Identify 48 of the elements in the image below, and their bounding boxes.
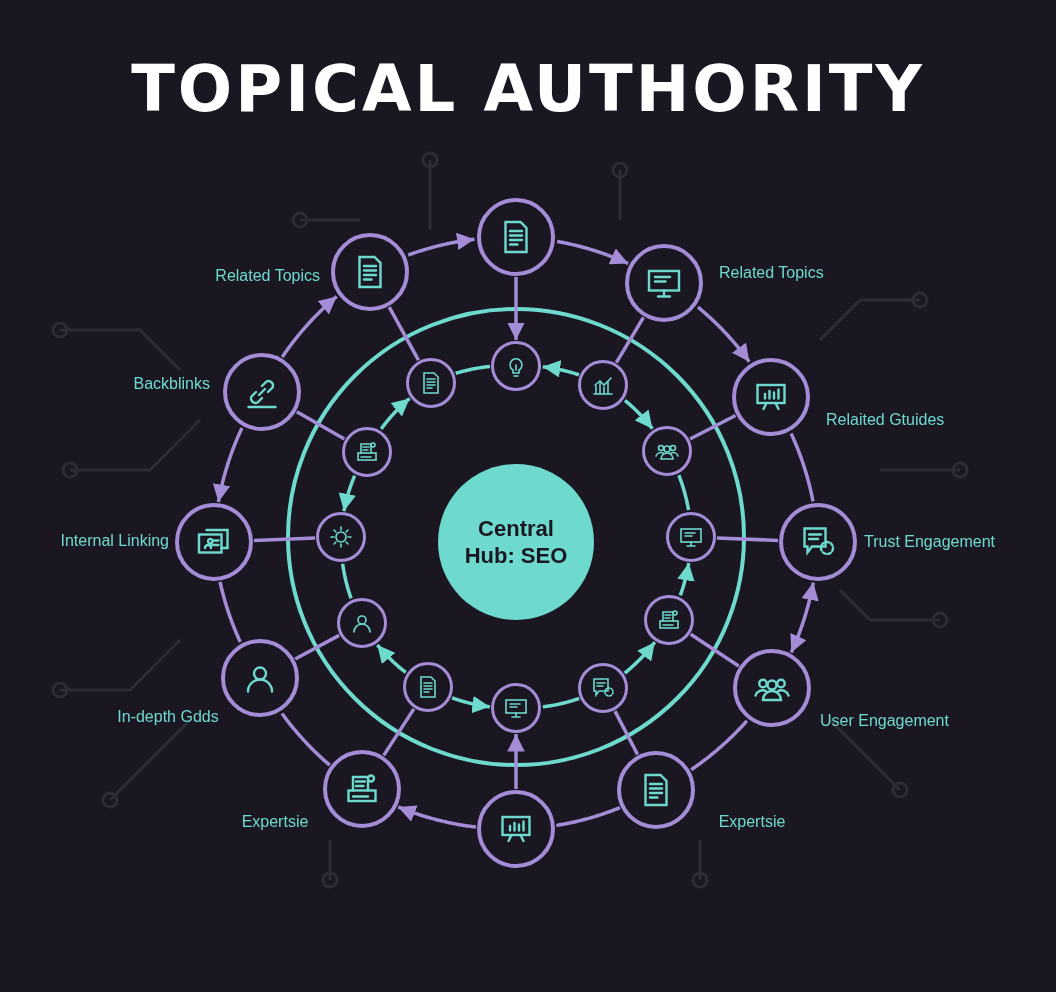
connector-arrow bbox=[555, 239, 630, 266]
icon-circle bbox=[617, 751, 695, 829]
connector-arrow bbox=[696, 305, 751, 364]
connector-arrow bbox=[677, 561, 695, 597]
icon-circle bbox=[403, 662, 453, 712]
connector-arrow bbox=[450, 695, 492, 714]
node-caption: User Engagement bbox=[820, 712, 949, 730]
icon-circle bbox=[578, 360, 628, 410]
connector-arrow bbox=[396, 805, 478, 829]
connector-arrow bbox=[406, 232, 476, 257]
icon-circle bbox=[578, 663, 628, 713]
node-caption: In-depth Gdds bbox=[116, 708, 220, 726]
icon-circle bbox=[491, 683, 541, 733]
node-caption: Expertsie bbox=[240, 813, 310, 831]
connector-arrow bbox=[507, 734, 525, 789]
icon-circle bbox=[491, 341, 541, 391]
icon-circle bbox=[223, 353, 301, 431]
hub-label: Central Hub: SEO bbox=[463, 514, 569, 570]
node-caption: Related Topics bbox=[215, 267, 320, 285]
node-caption: Trust Engagement bbox=[864, 533, 996, 551]
node-caption: Expertsie bbox=[717, 813, 787, 831]
icon-circle bbox=[732, 358, 810, 436]
title: TOPICAL AUTHORITY bbox=[130, 52, 926, 126]
connector-arrow bbox=[789, 581, 819, 654]
connector-arrow bbox=[507, 277, 525, 340]
connector-arrow bbox=[541, 360, 581, 378]
icon-circle bbox=[221, 639, 299, 717]
icon-circle bbox=[625, 244, 703, 322]
icon-circle bbox=[406, 358, 456, 408]
icon-circle bbox=[642, 426, 692, 476]
icon-circle bbox=[644, 595, 694, 645]
node-caption: Internal Linking bbox=[60, 532, 169, 550]
connector-arrow bbox=[338, 474, 357, 513]
connector-arrow bbox=[375, 643, 408, 675]
connector-arrow bbox=[212, 426, 244, 504]
icon-circle bbox=[323, 750, 401, 828]
connector-arrow bbox=[379, 396, 412, 431]
connector-arrow bbox=[623, 640, 657, 675]
icon-circle bbox=[337, 598, 387, 648]
node-caption: Backblinks bbox=[133, 375, 210, 393]
icon-circle bbox=[666, 512, 716, 562]
icon-circle bbox=[316, 512, 366, 562]
connector-arrow bbox=[623, 398, 655, 431]
node-caption: Relaited Gtuides bbox=[826, 411, 945, 429]
icon-circle bbox=[733, 649, 811, 727]
connector-arrow bbox=[280, 294, 339, 359]
node-caption: Related Topics bbox=[719, 264, 824, 282]
icon-circle bbox=[342, 427, 392, 477]
